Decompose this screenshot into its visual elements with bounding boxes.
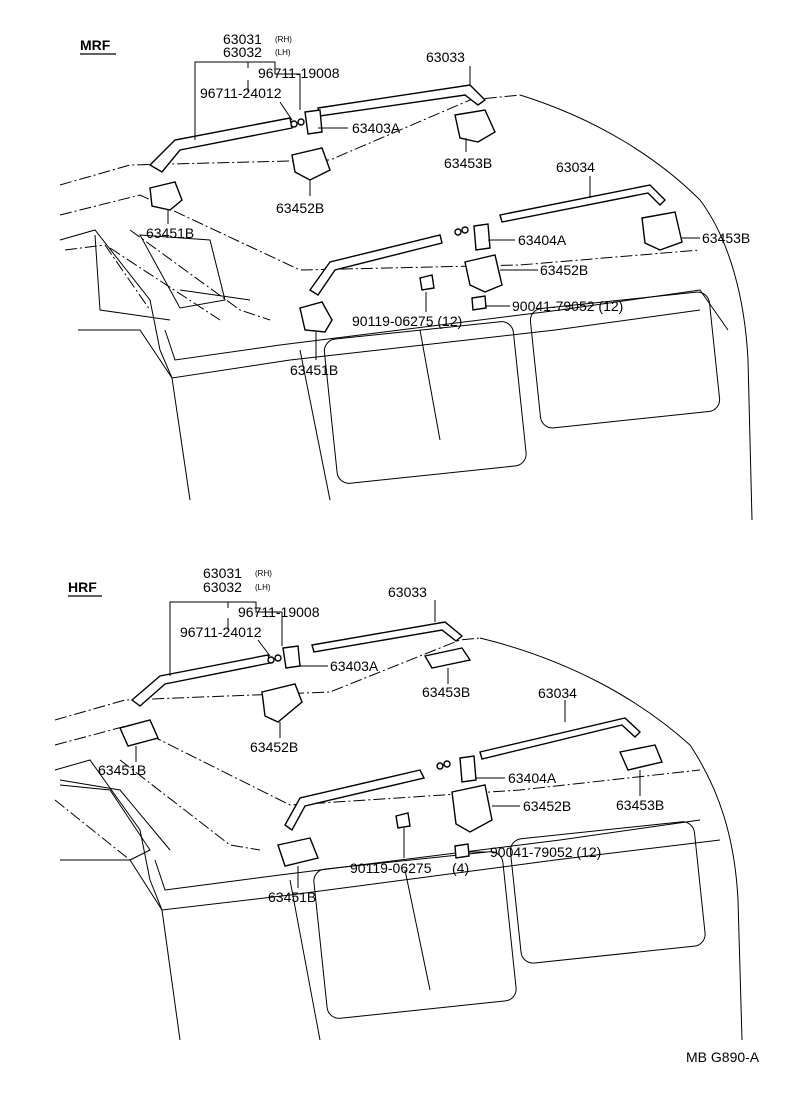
hrf-panel: HRF [54,565,743,1041]
mrf-label-63453B-top: 63453B [444,155,492,171]
hrf-label-63032-suffix: (LH) [255,583,271,592]
mrf-panel: MRF [59,31,753,521]
mrf-washer-rear-a [454,228,462,236]
hrf-washer-rear-b [443,760,451,768]
hrf-bracket-63453B-right [619,744,663,771]
mrf-washer-rear-b [461,226,469,234]
mrf-section-label: MRF [80,37,111,53]
hrf-vehicle-body [54,637,743,1041]
hrf-washer-96711-24012 [267,656,275,664]
hrf-label-63451B-bottom: 63451B [268,889,316,905]
hrf-label-63032: 63032 [203,579,242,595]
hrf-bracket-63453B-top [423,647,472,669]
mrf-nut-90041-79052 [471,295,487,311]
mrf-rail-63034 [499,184,666,223]
mrf-rails [148,84,666,296]
hrf-bracket-63452B-left [261,683,303,723]
hrf-label-63034: 63034 [538,685,577,701]
mrf-rail-63033 [317,84,487,117]
hrf-rail-63031-front [130,654,271,707]
mrf-bolt-90119-06275 [419,274,435,291]
mrf-label-90119-06275: 90119-06275 (12) [352,313,462,329]
mrf-vehicle-body [59,94,753,521]
mrf-bracket-63452B-left [291,147,331,181]
mrf-clip-63403A [304,109,323,135]
hrf-clip-63403A [282,645,301,669]
hrf-label-90041-79052: 90041-79052 (12) [490,844,601,860]
mrf-washer-96711-24012 [290,120,298,128]
mrf-label-63453B-right: 63453B [702,230,750,246]
hrf-label-96711-19008: 96711-19008 [238,604,320,620]
mrf-foot-63451B-bottom [299,301,333,333]
hrf-label-90119-qty: (4) [452,860,469,876]
hrf-label-63451B-left: 63451B [98,762,146,778]
hrf-labels: 63031 (RH) 63032 (LH) 96711-19008 96711-… [98,565,664,905]
mrf-label-63032-suffix: (LH) [275,48,291,57]
mrf-foot-63451B-left [149,181,183,211]
mrf-label-63403A: 63403A [352,120,401,136]
mrf-leader-lines [167,61,700,360]
hrf-parts [119,645,663,867]
mrf-clip-63404A [473,223,491,251]
drawing-code: MB G890-A [686,1049,760,1065]
hrf-label-63453B-right: 63453B [616,797,664,813]
mrf-parts [149,109,683,333]
hrf-rail-63034 [479,717,642,760]
hrf-rail-63033 [311,621,464,653]
mrf-bracket-63453B-right [641,211,683,251]
mrf-label-63031: 63031 [223,31,262,47]
mrf-label-63031-suffix: (RH) [275,35,292,44]
mrf-labels: 63031 (RH) 63032 (LH) 96711-19008 96711-… [146,31,750,378]
mrf-label-63451B-bottom: 63451B [290,362,338,378]
mrf-label-90041-79052: 90041-79052 (12) [512,298,623,314]
mrf-label-96711-19008: 96711-19008 [258,65,340,81]
hrf-label-63033: 63033 [388,584,427,600]
hrf-washer-96711-19008 [274,654,282,662]
mrf-label-63032: 63032 [223,44,262,60]
hrf-label-63031-suffix: (RH) [255,569,272,578]
hrf-foot-63451B-bottom [277,837,319,867]
hrf-rails [130,621,642,832]
mrf-rail-63031-rear [308,234,443,296]
hrf-rail-63031-rear [284,769,426,832]
hrf-label-63452B-right: 63452B [523,798,571,814]
mrf-label-63452B-left: 63452B [276,200,324,216]
hrf-label-63404A: 63404A [508,770,557,786]
hrf-washer-rear-a [436,762,444,770]
mrf-label-63034: 63034 [556,159,595,175]
hrf-section-label: HRF [68,579,97,595]
hrf-label-63452B-left: 63452B [250,739,298,755]
hrf-bolt-90119-06275 [395,812,411,829]
hrf-leader-lines [135,600,641,888]
mrf-rail-63031-front [148,117,293,173]
hrf-label-63403A: 63403A [330,658,379,674]
mrf-label-63451B-left: 63451B [146,225,194,241]
mrf-label-63404A: 63404A [518,232,567,248]
hrf-bracket-63452B-right [451,784,493,833]
hrf-nut-90041-79052 [454,843,470,859]
mrf-label-96711-24012: 96711-24012 [200,85,282,101]
mrf-label-63033: 63033 [426,49,465,65]
hrf-label-90119-06275: 90119-06275 [350,860,432,876]
hrf-label-63031: 63031 [203,565,242,581]
hrf-clip-63404A [459,755,477,783]
hrf-label-96711-24012: 96711-24012 [180,624,262,640]
mrf-bracket-63452B-right [464,254,503,293]
hrf-label-63453B-top: 63453B [422,684,470,700]
hrf-foot-63451B-left [119,719,159,747]
mrf-washer-96711-19008 [297,118,305,126]
mrf-bracket-63453B-top [454,109,496,143]
mrf-label-63452B-right: 63452B [540,262,588,278]
